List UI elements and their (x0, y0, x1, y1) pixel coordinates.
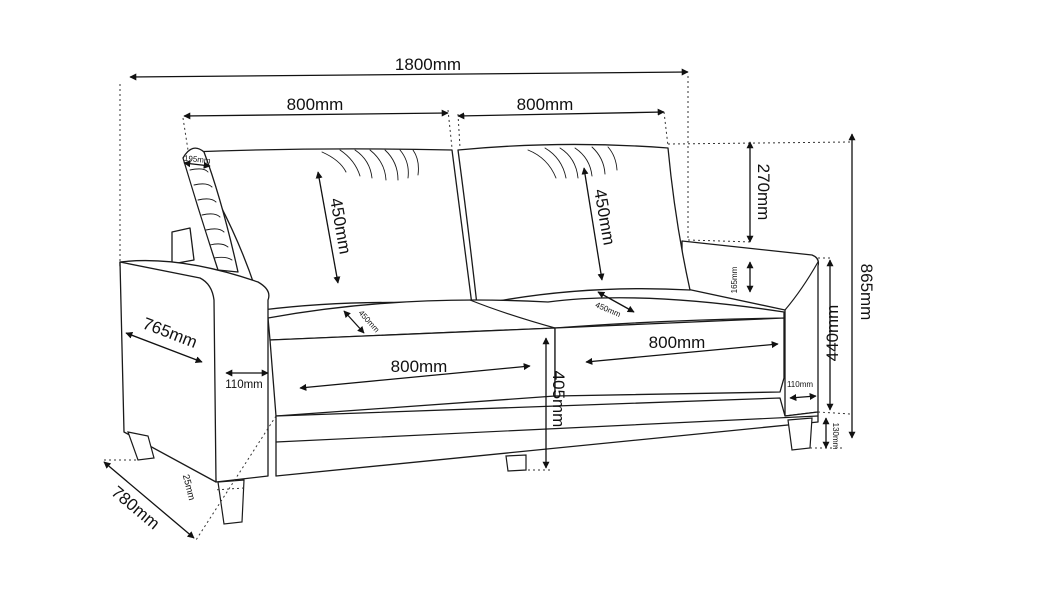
label-base-offset: 25mm (180, 473, 197, 501)
label-arm-width-left: 110mm (225, 379, 263, 391)
dim-seat-depth-right (597, 291, 635, 313)
back-cushion-right (457, 143, 691, 306)
label-back-top: 270mm (754, 164, 773, 221)
label-back-thickness: 195mm (184, 154, 212, 166)
seat-front-right (554, 317, 785, 397)
dimension-arrows (103, 68, 856, 539)
dim-arm-length (125, 331, 203, 364)
left-back-block (171, 227, 195, 265)
sofa-drawing (119, 143, 820, 525)
left-back-bolster (182, 147, 239, 273)
dim-overall-width (129, 68, 689, 81)
label-seat-left-width: 800mm (391, 357, 448, 376)
label-seat-height: 405mm (549, 371, 568, 428)
leg-right (787, 417, 813, 451)
label-arm-top: 165mm (730, 266, 739, 293)
label-cushion-right-width: 800mm (517, 95, 574, 114)
dim-arm-width-right (789, 392, 817, 402)
dim-back-cushion-right-height (581, 167, 605, 281)
label-leg-height: 130mm (831, 423, 840, 450)
label-overall-depth: 780mm (108, 482, 164, 533)
label-seat-right-width: 800mm (649, 333, 706, 352)
dim-seat-right-width (585, 341, 779, 365)
label-arm-height: 440mm (823, 305, 842, 362)
dim-seat-depth-left (343, 310, 365, 334)
left-armrest-face (119, 261, 217, 483)
label-overall-width: 1800mm (395, 55, 461, 74)
dim-seat-left-width (299, 363, 531, 391)
dim-back-cushion-left-height (315, 171, 341, 284)
dim-cushion-left-width (183, 109, 449, 120)
leg-middle (505, 454, 527, 472)
dim-overall-depth (103, 461, 195, 539)
dim-back-thickness (183, 160, 211, 169)
leg-front-left (217, 479, 245, 525)
dim-cushion-right-width (457, 108, 665, 120)
label-overall-height: 865mm (857, 264, 876, 321)
leg-back-left (127, 431, 155, 461)
label-arm-width-right: 110mm (787, 380, 813, 389)
label-cushion-left-width: 800mm (287, 95, 344, 114)
